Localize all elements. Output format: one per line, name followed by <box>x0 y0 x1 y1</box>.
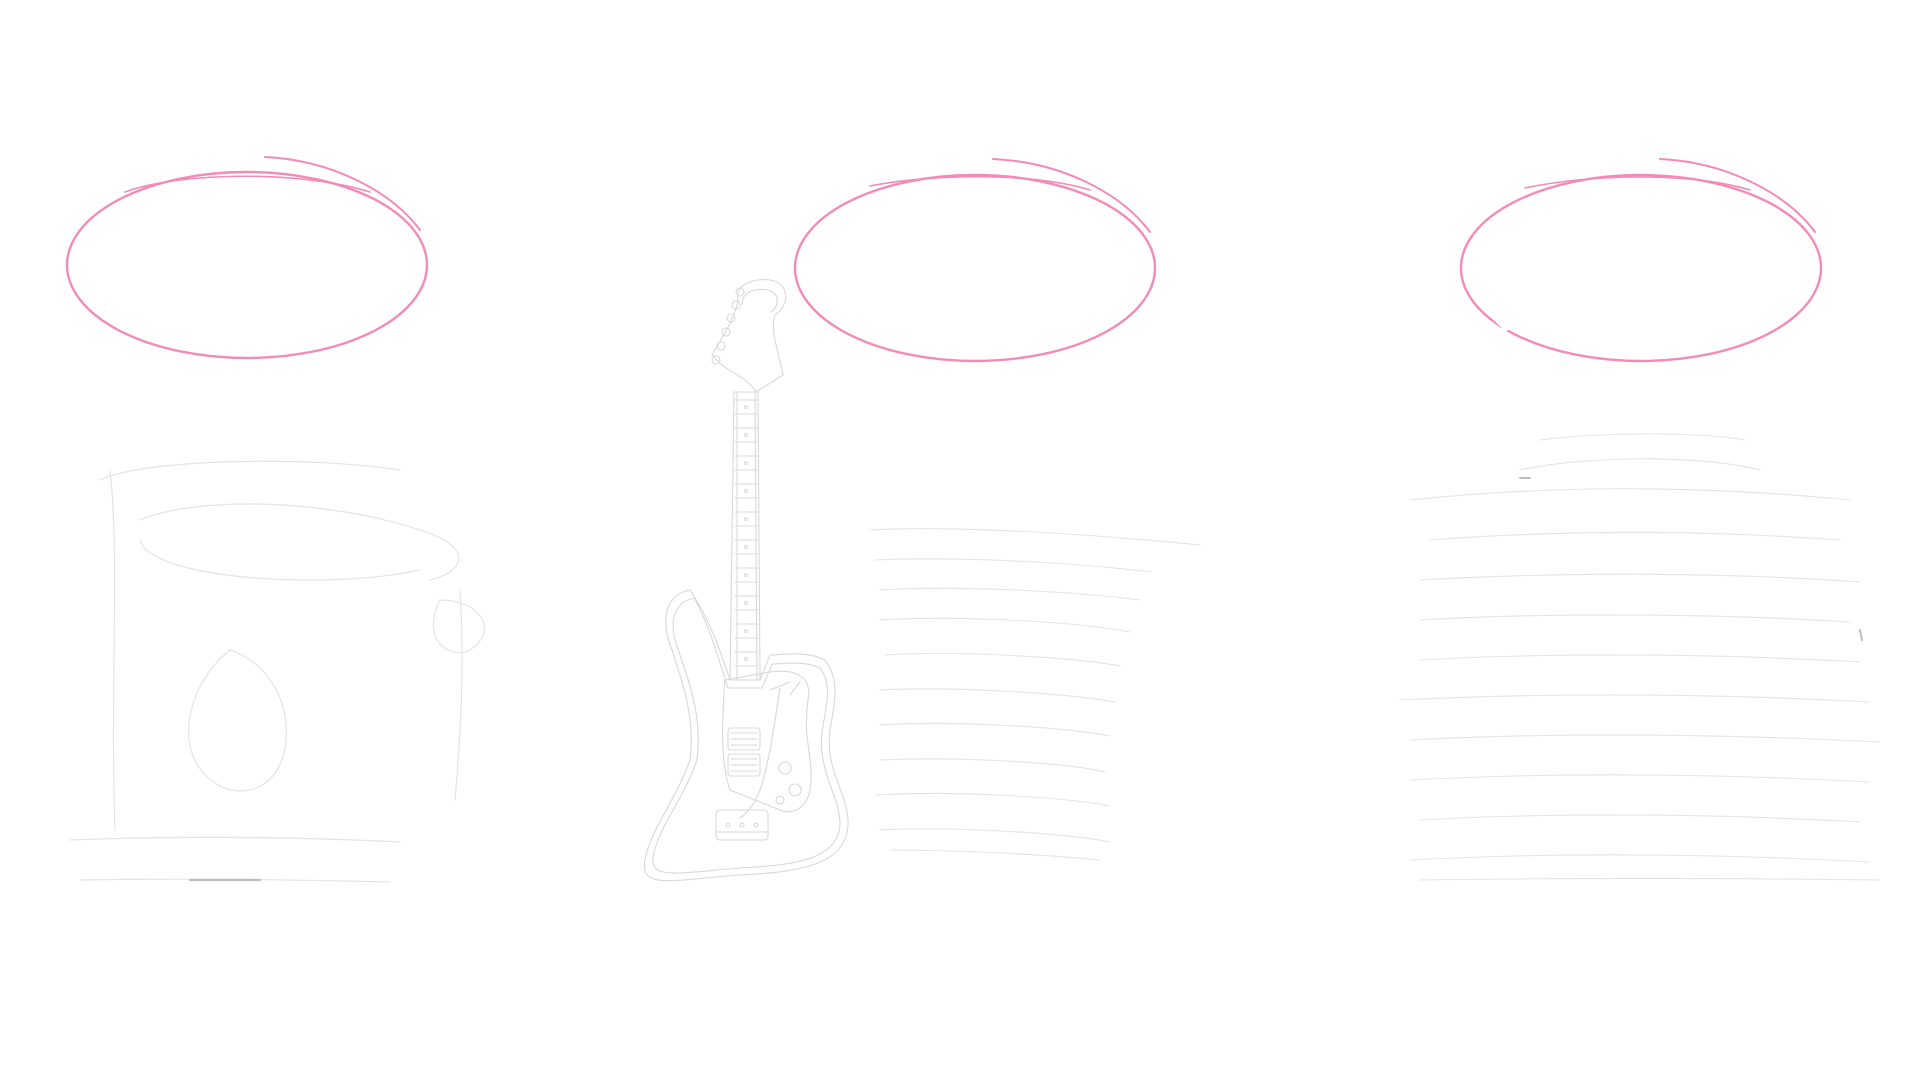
center-ellipse-sketch <box>793 158 1157 363</box>
amplifier-sketch-icon <box>869 528 1201 861</box>
guitar-fret-marker <box>743 656 749 662</box>
guitar-fret-marker <box>743 488 749 494</box>
right-keyboard-sketch-icon <box>1399 433 1881 881</box>
left-drum-sketch-icon <box>69 460 485 883</box>
guitar-fret-marker <box>743 404 749 410</box>
guitar-fret-marker <box>743 628 749 634</box>
right-ellipse-sketch <box>1459 158 1823 363</box>
guitar-fret-marker <box>743 600 749 606</box>
guitar-fret-marker <box>743 460 749 466</box>
guitar-fret-marker <box>743 516 749 522</box>
guitar-fret-marker <box>743 432 749 438</box>
electric-guitar-icon <box>643 279 849 882</box>
left-ellipse-sketch <box>65 156 429 360</box>
guitar-fret-marker <box>743 572 749 578</box>
guitar-fret-marker <box>743 544 749 550</box>
